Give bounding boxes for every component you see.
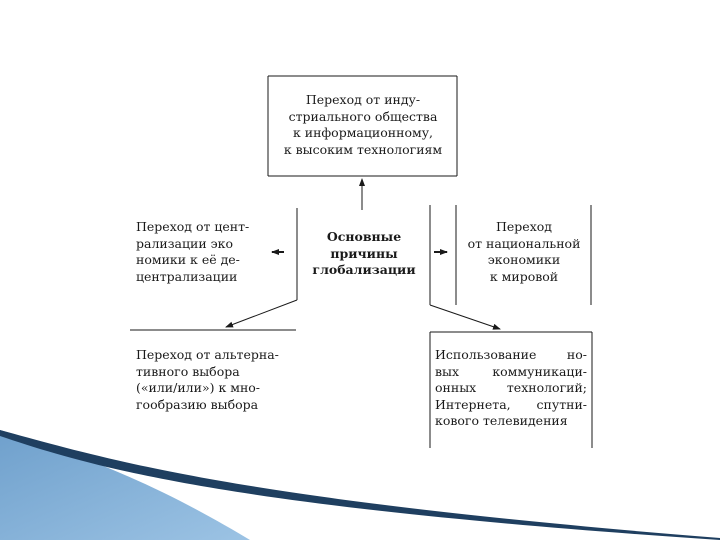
left-box-text: Переход от цент- рализации эко номики к … (136, 219, 286, 285)
corner-swoosh-decoration (0, 430, 720, 540)
right-box-text: Переход от национальной экономики к миро… (458, 219, 590, 285)
arrow-to-bottom-left (226, 300, 297, 327)
bottom-right-line: Интернета, спутни- (435, 397, 587, 414)
arrow-to-bottom-right (430, 305, 500, 329)
bottom-right-box-text: Использование но- вых коммуникаци- онных… (435, 347, 587, 430)
bottom-right-line: онных технологий; (435, 380, 587, 397)
center-node-text: Основные причины глобализации (304, 229, 424, 279)
bottom-right-line: Использование но- (435, 347, 587, 364)
bottom-left-box-text: Переход от альтерна- тивного выбора («ил… (136, 347, 296, 413)
top-box-text: Переход от инду- стриального общества к … (270, 92, 456, 158)
bottom-right-line: кового телевидения (435, 413, 587, 430)
bottom-right-line: вых коммуникаци- (435, 364, 587, 381)
